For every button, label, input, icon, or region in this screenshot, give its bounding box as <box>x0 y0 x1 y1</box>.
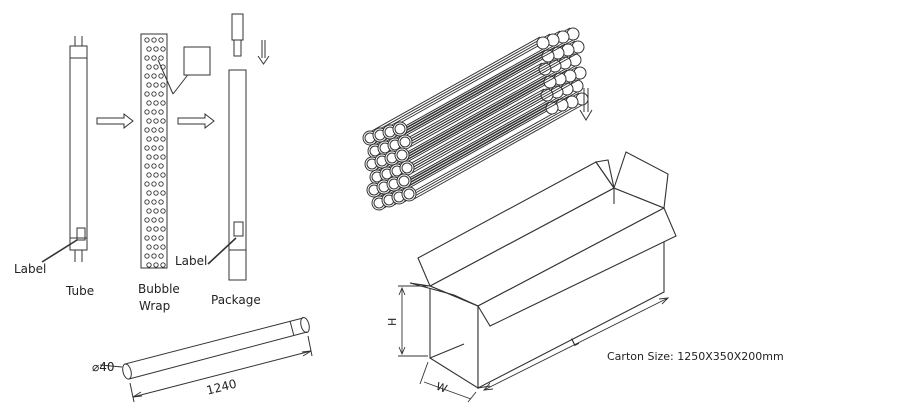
down-arrow-icon <box>579 88 593 121</box>
bubble-wrap-drawing <box>140 33 211 269</box>
bubble-wrap-caption-line2: Wrap <box>139 299 171 313</box>
package-cap <box>231 13 244 41</box>
bubble-wrap-caption-line1: Bubble <box>138 282 180 296</box>
package-caption: Package <box>211 293 261 307</box>
diameter-text: ⌀40 <box>92 360 115 374</box>
right-arrow-icon <box>177 112 215 130</box>
carton-size-text: Carton Size: 1250X350X200mm <box>607 350 784 363</box>
bubble-detail-box <box>183 46 211 76</box>
carton-height-text: H <box>386 318 399 326</box>
bubble-dots <box>144 37 166 268</box>
tube-label-leader <box>41 239 78 263</box>
package-drawing <box>207 13 270 281</box>
down-arrow-icon <box>257 40 270 65</box>
carton-drawing <box>398 151 677 403</box>
tube-caption: Tube <box>66 284 95 298</box>
right-arrow-icon <box>96 112 134 130</box>
tube-bundle-drawing <box>362 27 589 211</box>
tube-drawing <box>41 36 88 263</box>
carton-width-text: W <box>434 380 449 396</box>
tube-dimension-drawing <box>99 316 313 403</box>
package-label-leader <box>207 237 237 265</box>
tube-label-text: Label <box>14 262 47 276</box>
package-label-text: Label <box>175 254 208 268</box>
length-text: 1240 <box>205 377 238 398</box>
